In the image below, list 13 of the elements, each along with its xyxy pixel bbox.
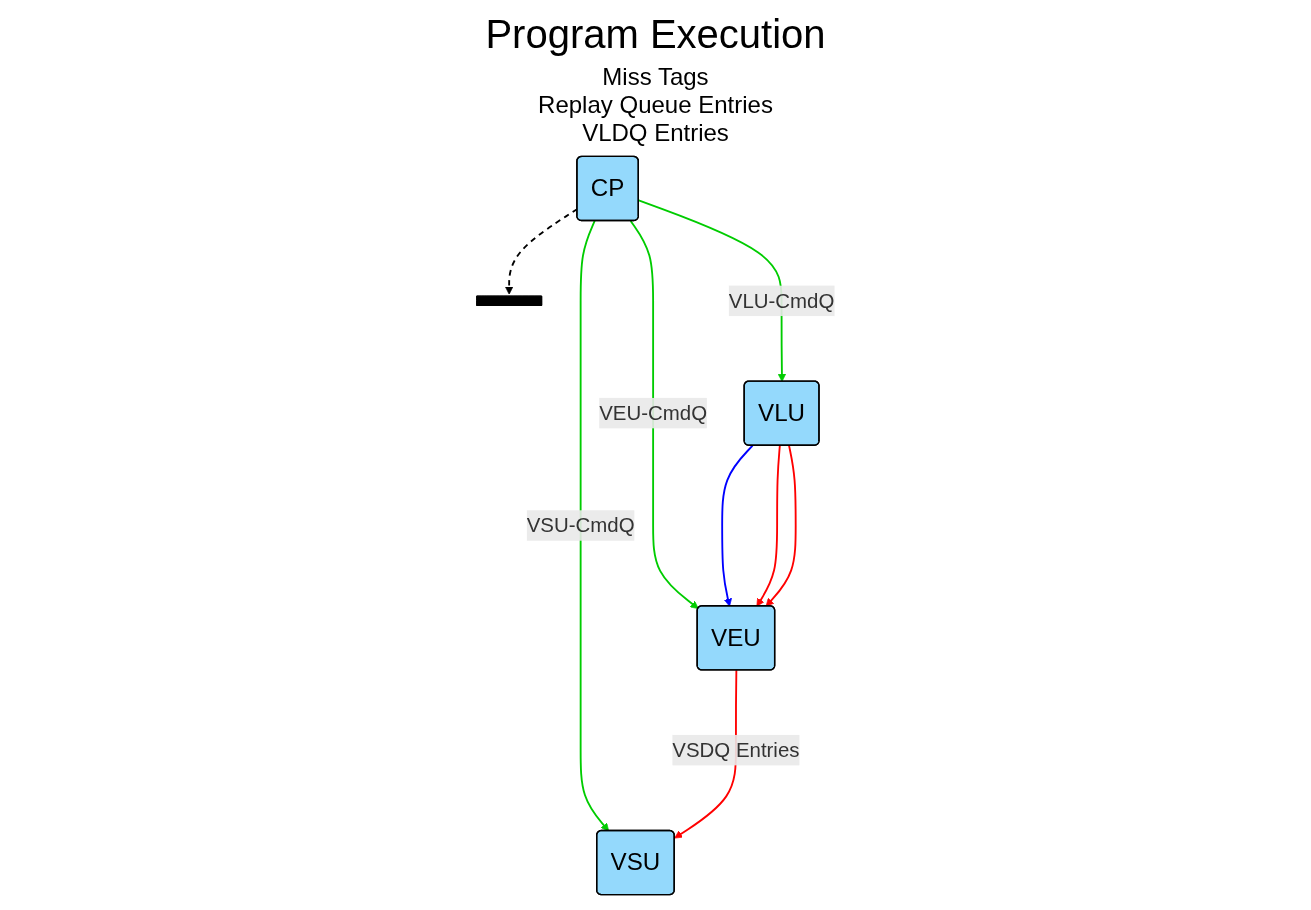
note-text: Replay Queue Entries	[538, 91, 773, 119]
note-text: Miss Tags	[602, 63, 709, 91]
diagram-title: Program Execution	[485, 12, 826, 57]
arrow	[579, 220, 610, 832]
edge-label: VEU-CmdQ	[599, 401, 708, 425]
edge-label: VSU-CmdQ	[526, 513, 635, 538]
edge-label: VLU-CmdQ	[728, 289, 835, 313]
arrow	[629, 220, 699, 609]
arrow	[756, 444, 781, 607]
note-text: VLDQ Entries	[582, 119, 729, 147]
arrow	[765, 444, 797, 607]
edge-label: VSDQ Entries	[672, 738, 800, 762]
arrow	[721, 444, 754, 607]
